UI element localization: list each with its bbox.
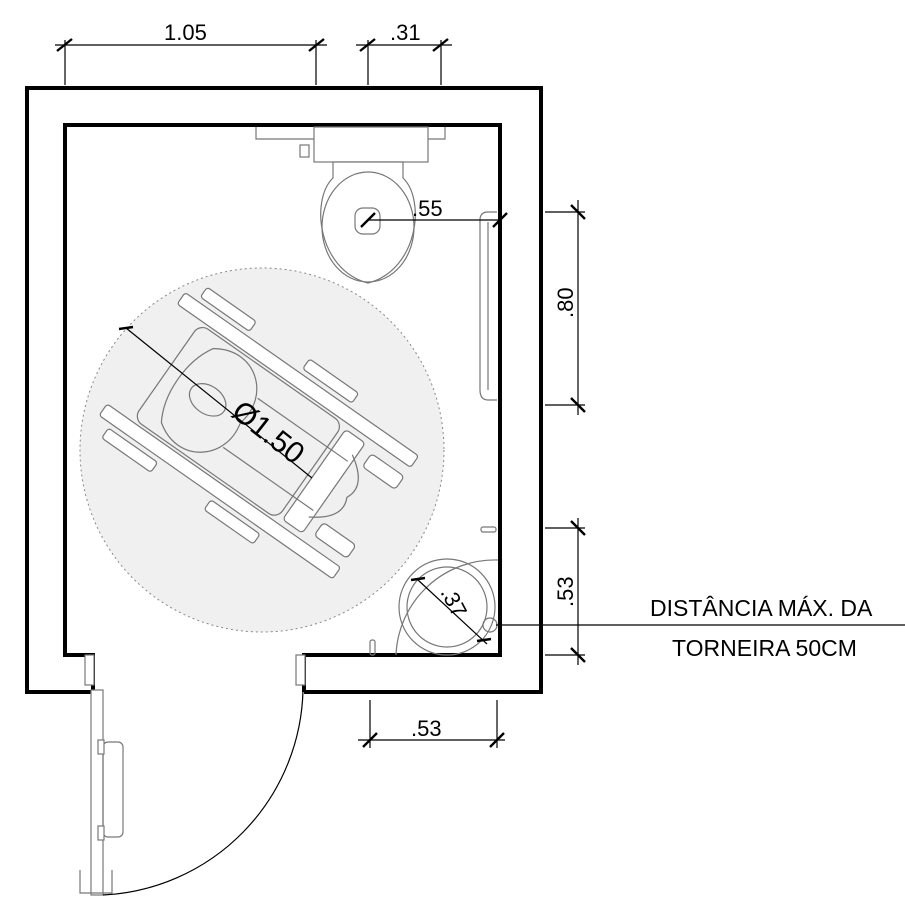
dim-sink-reach: .37 [410, 576, 492, 645]
turning-circle [79, 267, 445, 633]
toilet [255, 126, 446, 284]
dim-sink-height-label: .53 [553, 576, 578, 607]
dim-bottom-width: .53 [358, 700, 505, 748]
sink [395, 558, 499, 656]
faucet-note: DISTÂNCIA MÁX. DA TORNEIRA 50CM [496, 595, 905, 661]
dim-grab-bar-label: .80 [553, 287, 578, 318]
wall-mark [480, 526, 497, 533]
note-line-1: DISTÂNCIA MÁX. DA [650, 595, 873, 621]
dim-top-width-label: 1.05 [164, 20, 207, 45]
dim-top-offset-label: .31 [390, 20, 421, 45]
dim-top-width: 1.05 [55, 20, 327, 85]
dim-top-offset: .31 [356, 20, 452, 85]
door [79, 654, 306, 896]
dim-grab-bar: .80 [545, 200, 586, 415]
floor-mark [369, 639, 376, 656]
grab-bar-right [479, 211, 497, 401]
dim-toilet-center-label: .55 [412, 196, 443, 221]
dim-sink-reach-label: .37 [436, 583, 472, 622]
dim-bottom-width-label: .53 [411, 716, 442, 741]
dim-sink-height: .53 [545, 518, 586, 665]
wheelchair [99, 287, 419, 579]
dim-toilet-center: .55 [360, 196, 508, 228]
note-line-2: TORNEIRA 50CM [672, 635, 857, 661]
